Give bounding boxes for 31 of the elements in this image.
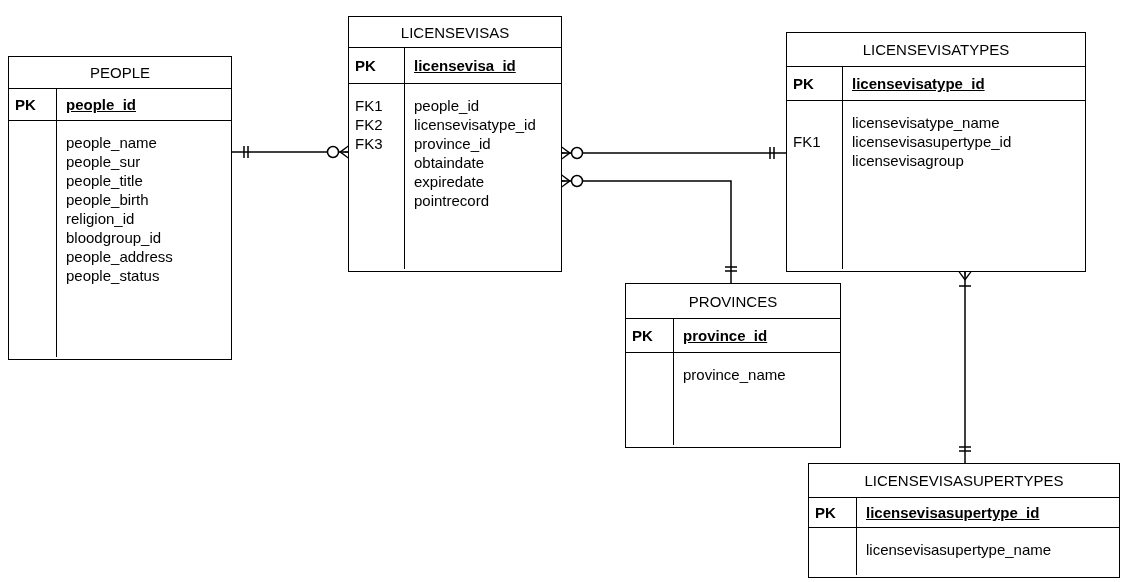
relationship-line	[561, 173, 737, 284]
key-label: PK	[815, 504, 836, 521]
entity-table	[786, 32, 1086, 272]
entity-table	[625, 283, 841, 448]
field-list: province_name	[683, 365, 786, 384]
table-title: PROVINCES	[688, 292, 778, 310]
key-label: PK	[632, 327, 653, 344]
primary-key-field: province_id	[683, 327, 768, 344]
primary-key-field: people_id	[66, 96, 136, 113]
field-list: people_id licensevisatype_id province_id obtaindate expiredate pointrecord	[414, 96, 536, 210]
relationship-line	[561, 145, 787, 161]
entity-table	[8, 56, 232, 360]
field-list: people_name people_sur people_title people_birth religion_id bloodgroup_id people_address people_status	[66, 133, 173, 285]
table-title: LICENSEVISATYPES	[862, 41, 1010, 58]
key-label: FK1	[793, 132, 821, 151]
relationship-line	[958, 271, 972, 464]
entity-table	[348, 16, 562, 272]
table-title: LICENSEVISAS	[400, 23, 510, 41]
primary-key-field: licensevisasupertype_id	[866, 504, 1040, 521]
primary-key-field: licensevisatype_id	[852, 75, 985, 92]
relationship-line	[231, 144, 349, 160]
table-title: LICENSEVISASUPERTYPES	[864, 472, 1064, 489]
primary-key-field: licensevisa_id	[414, 57, 516, 74]
field-list: licensevisatype_name licensevisasupertype_id licensevisagroup	[852, 113, 1012, 170]
entity-table	[808, 463, 1120, 578]
key-label: PK	[355, 57, 376, 74]
key-label: FK1 FK2 FK3	[355, 96, 383, 153]
table-title: PEOPLE	[90, 64, 150, 81]
key-label: PK	[793, 75, 814, 92]
key-label: PK	[15, 96, 36, 113]
field-list: licensevisasupertype_name	[866, 540, 1052, 559]
